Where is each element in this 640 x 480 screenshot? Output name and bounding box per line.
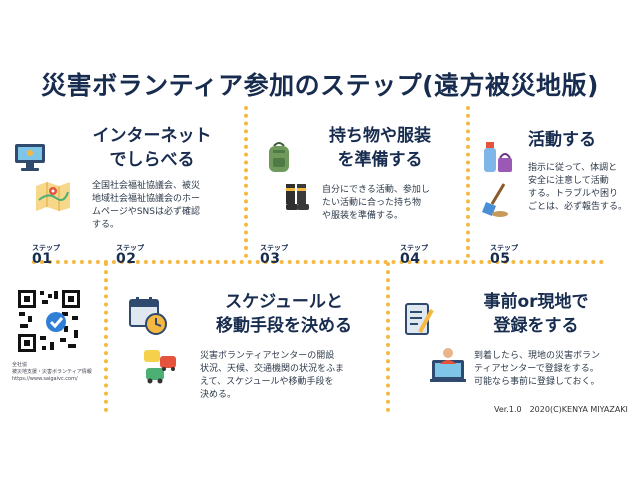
description-line: 状況、天候、交通機関の状況をふま (200, 364, 345, 374)
qr-caption-line: 被災地支援・災害ボランティア情報 (12, 369, 92, 375)
description-line: たい活動に合った持ち物 (322, 198, 422, 208)
step-label: ステップ (116, 244, 144, 252)
description-line: 可能なら事前に登録しておく。 (474, 377, 600, 387)
description-line: 指示に従って、体調と (528, 163, 618, 173)
description-line: えて、スケジュールや移動手段を (200, 377, 334, 387)
step-05-description: 指示に従って、体調と 安全に注意して活動 する。トラブルや困り ごとは、必ず報告… (528, 162, 632, 214)
description-line: ティアセンターで登録をする。 (474, 364, 599, 374)
computer-icon (15, 144, 45, 171)
step-01-heading-line2: でしらべる (109, 150, 195, 170)
step-04-description: 到着したら、現地の災害ボラン ティアセンターで登録をする。 可能なら事前に登録し… (474, 350, 634, 389)
shovel-icon (482, 183, 508, 217)
step-tag-04: ステップ 04 (400, 244, 428, 267)
qr-code[interactable] (16, 288, 82, 354)
step-04-heading-line2: 登録をする (493, 316, 579, 336)
qr-caption-line: 全社協 (12, 362, 28, 368)
step-number: 05 (490, 251, 511, 267)
step-label: ステップ (32, 244, 60, 252)
step-tag-03: ステップ 03 (260, 244, 288, 267)
connector-line (32, 260, 604, 264)
description-line: ごとは、必ず報告する。 (528, 202, 628, 212)
description-line: 地域社会福祉協議会のホー (92, 194, 201, 204)
step-tag-02: ステップ 02 (116, 244, 144, 267)
qr-caption-link[interactable]: https://www.saigaivc.com/ (12, 376, 78, 382)
step-04-heading-line1: 事前or現地で (483, 292, 589, 312)
cleaning-supplies-icon (484, 142, 512, 172)
description-line: する。トラブルや困り (528, 189, 619, 199)
step-01-description: 全国社会福祉協議会、被災 地域社会福祉協議会のホー ムページやSNSは必ず確認 … (92, 180, 232, 232)
step-02-heading-line2: 移動手段を決める (216, 316, 352, 336)
step-number: 04 (400, 251, 421, 267)
step-label: ステップ (490, 244, 518, 252)
step-02-heading-line1: スケジュールと (225, 292, 343, 312)
traffic-cars-icon (144, 350, 176, 384)
version-credit: Ver.1.0 2020(C)KENYA MIYAZAKI (494, 405, 628, 414)
step-number: 03 (260, 251, 281, 267)
step-05-heading-line1: 活動する (528, 130, 596, 150)
description-line: 自分にできる活動、参加し (322, 185, 430, 195)
step-label: ステップ (260, 244, 288, 252)
description-line: 安全に注意して活動 (528, 176, 609, 186)
step-01-heading: インターネット でしらべる (82, 124, 222, 172)
qr-caption: 全社協 被災地支援・災害ボランティア情報 https://www.saigaiv… (12, 362, 92, 383)
step-03-heading-line2: を準備する (337, 150, 423, 170)
page-title: 災害ボランティア参加のステップ(遠方被災地版) (41, 71, 599, 100)
step-02-description: 災害ボランティアセンターの開設 状況、天候、交通機関の状況をふま えて、スケジュ… (200, 350, 378, 402)
connector-line (466, 106, 470, 258)
calendar-clock-icon (129, 297, 167, 335)
step-02-heading: スケジュールと 移動手段を決める (194, 290, 374, 338)
map-icon (36, 182, 70, 211)
description-line: する。 (92, 220, 120, 230)
step-tag-05: ステップ 05 (490, 244, 518, 267)
connector-line (104, 262, 108, 412)
description-line: 災害ボランティアセンターの開設 (200, 351, 335, 361)
step-04-heading: 事前or現地で 登録をする (464, 290, 608, 338)
description-line: 到着したら、現地の災害ボラン (474, 351, 601, 361)
connector-line (386, 262, 390, 412)
step-label: ステップ (400, 244, 428, 252)
description-line: や服装を準備する。 (322, 211, 404, 221)
step-number: 02 (116, 251, 137, 267)
backpack-icon (269, 142, 289, 172)
step-tag-01: ステップ 01 (32, 244, 60, 267)
description-line: 決める。 (200, 390, 237, 400)
connector-line (244, 106, 248, 258)
description-line: 全国社会福祉協議会、被災 (92, 181, 201, 191)
step-05-heading: 活動する (514, 128, 610, 152)
step-03-heading: 持ち物や服装 を準備する (316, 124, 444, 172)
step-03-heading-line1: 持ち物や服装 (329, 126, 431, 146)
boots-icon (286, 184, 309, 210)
description-line: ムページやSNSは必ず確認 (92, 207, 200, 217)
registration-desk-icon (430, 348, 466, 382)
step-01-heading-line1: インターネット (92, 126, 212, 146)
step-03-description: 自分にできる活動、参加し たい活動に合った持ち物 や服装を準備する。 (322, 184, 454, 223)
form-pen-icon (405, 303, 434, 335)
step-number: 01 (32, 251, 53, 267)
